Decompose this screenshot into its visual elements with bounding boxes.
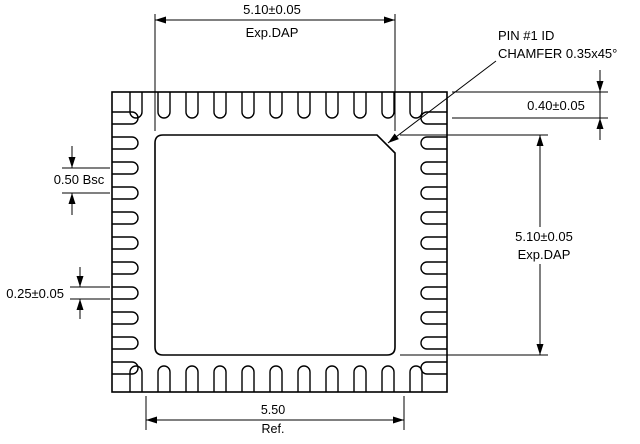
- dim-pin-width: 0.25±0.05: [6, 267, 110, 319]
- pin-bottom: [185, 365, 199, 392]
- pin-left: [112, 136, 139, 150]
- dim-dap-width-label: Exp.DAP: [246, 25, 299, 40]
- pin-left: [112, 261, 139, 275]
- pin-bottom: [269, 365, 283, 392]
- pin1-note-line1: PIN #1 ID: [498, 28, 554, 43]
- dim-body-width: 5.50 Ref.: [145, 396, 405, 436]
- pin-right: [420, 236, 447, 250]
- pin-right: [420, 336, 447, 350]
- pin-left: [112, 311, 139, 325]
- pin-top: [241, 92, 255, 119]
- pin1-note-line2: CHAMFER 0.35x45°: [498, 46, 617, 61]
- pin-right: [420, 311, 447, 325]
- dim-dap-height-value: 5.10±0.05: [515, 229, 573, 244]
- pin-right: [420, 186, 447, 200]
- pin-top: [381, 92, 395, 119]
- dim-pin-length-value: 0.40±0.05: [527, 98, 585, 113]
- pin-top: [157, 92, 171, 119]
- pin-top: [213, 92, 227, 119]
- pin-right: [420, 261, 447, 275]
- pin-left: [112, 211, 139, 225]
- dim-pin-length: 0.40±0.05: [452, 70, 608, 140]
- pin-bottom: [297, 365, 311, 392]
- pin-left: [112, 111, 139, 125]
- pin-top: [297, 92, 311, 119]
- dim-body-width-label: Ref.: [262, 422, 285, 436]
- exposed-pad: [154, 134, 396, 356]
- pin-top: [325, 92, 339, 119]
- pin-right: [420, 211, 447, 225]
- pin-top: [353, 92, 367, 119]
- pin-bottom: [241, 365, 255, 392]
- pin-bottom: [157, 365, 171, 392]
- pin-left: [112, 361, 139, 375]
- dim-pin-pitch-value: 0.50 Bsc: [54, 172, 105, 187]
- pin-bottom: [353, 365, 367, 392]
- dim-pin-pitch: 0.50 Bsc: [54, 146, 110, 215]
- dim-pin-width-value: 0.25±0.05: [6, 286, 64, 301]
- pin-bottom: [129, 365, 143, 392]
- pin-left: [112, 286, 139, 300]
- dim-body-width-value: 5.50: [261, 403, 285, 417]
- pin-bottom: [213, 365, 227, 392]
- pin-right: [420, 286, 447, 300]
- pin-right: [420, 161, 447, 175]
- pin-left: [112, 236, 139, 250]
- dim-dap-height: 5.10±0.05 Exp.DAP: [400, 134, 573, 356]
- leader-line: [387, 60, 497, 144]
- pin-right: [420, 361, 447, 375]
- pin-top: [185, 92, 199, 119]
- dim-dap-width: 5.10±0.05 Exp.DAP: [154, 2, 396, 131]
- pin-right: [420, 136, 447, 150]
- dim-dap-width-value: 5.10±0.05: [243, 2, 301, 17]
- pin-top: [409, 92, 423, 119]
- dim-dap-height-label: Exp.DAP: [518, 247, 571, 262]
- pin-group: [112, 92, 447, 392]
- pin-left: [112, 161, 139, 175]
- pin-top: [269, 92, 283, 119]
- pin-left: [112, 186, 139, 200]
- pin-left: [112, 336, 139, 350]
- pin-bottom: [381, 365, 395, 392]
- pin1-note: PIN #1 ID CHAMFER 0.35x45°: [387, 28, 617, 144]
- pin-bottom: [325, 365, 339, 392]
